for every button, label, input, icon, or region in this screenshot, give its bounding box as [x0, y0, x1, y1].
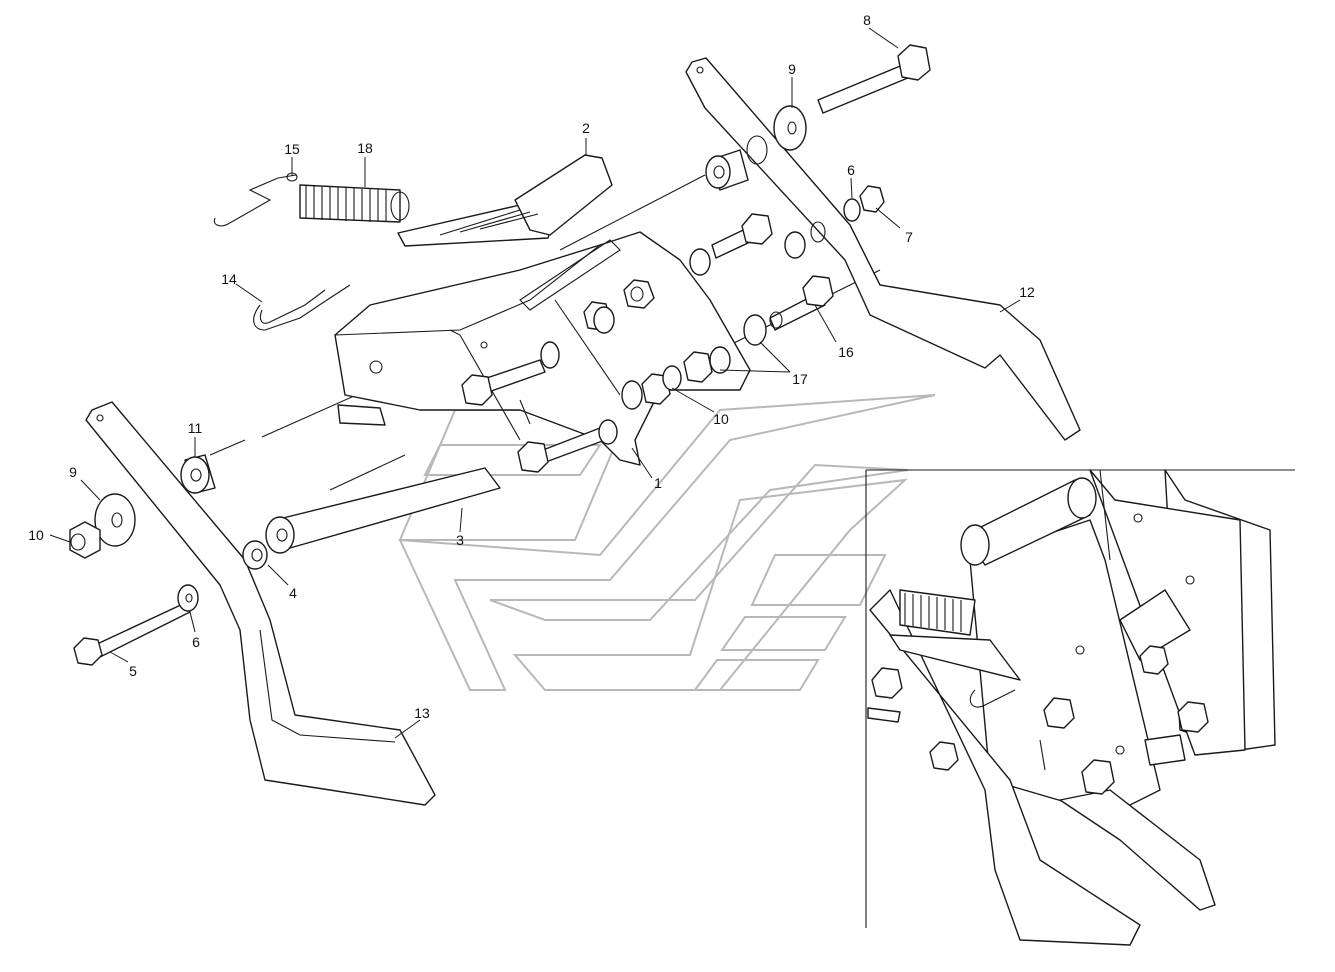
callout-13: 13	[414, 705, 430, 721]
linkage-rod	[265, 467, 501, 554]
watermark-logo	[398, 394, 936, 691]
callout-10-mid: 10	[713, 411, 729, 427]
callout-7: 7	[905, 229, 913, 245]
spacer-4	[242, 540, 268, 570]
callout-8: 8	[863, 12, 871, 28]
hook-15	[213, 172, 298, 227]
callout-2: 2	[582, 120, 590, 136]
clip-pin-14	[253, 284, 351, 331]
callout-5: 5	[129, 663, 137, 679]
callout-10-left: 10	[28, 527, 44, 543]
pedal-pad	[397, 154, 613, 247]
inset-assembled-view	[865, 469, 1295, 946]
callout-6-left: 6	[192, 634, 200, 650]
bushing-11	[180, 454, 216, 494]
callout-14: 14	[221, 271, 237, 287]
callout-18: 18	[357, 140, 373, 156]
callout-4: 4	[289, 585, 297, 601]
callout-3: 3	[456, 532, 464, 548]
pedal-arm-left	[85, 401, 436, 806]
bolt-5	[73, 602, 191, 666]
callout-9-right: 9	[788, 61, 796, 77]
callout-16: 16	[838, 344, 854, 360]
middle-hardware	[461, 279, 731, 473]
callout-leaders	[49, 27, 1021, 739]
callout-9-left: 9	[69, 464, 77, 480]
washer-9-left	[94, 493, 136, 547]
callout-6-right: 6	[847, 162, 855, 178]
nut-10-left	[69, 521, 101, 559]
callout-11: 11	[188, 420, 203, 436]
callout-15: 15	[284, 141, 300, 157]
callout-17: 17	[792, 371, 808, 387]
upper-right-hardware	[689, 44, 931, 346]
callout-labels: 1 2 3 4 5 6 6 7 8 9 9 10 10 11 12 13 14 …	[28, 12, 1035, 721]
callout-12: 12	[1019, 284, 1035, 300]
spring-18	[299, 184, 410, 223]
callout-1: 1	[654, 475, 662, 491]
washer-6-left	[177, 584, 199, 612]
pedal-arm-right	[685, 57, 1081, 441]
